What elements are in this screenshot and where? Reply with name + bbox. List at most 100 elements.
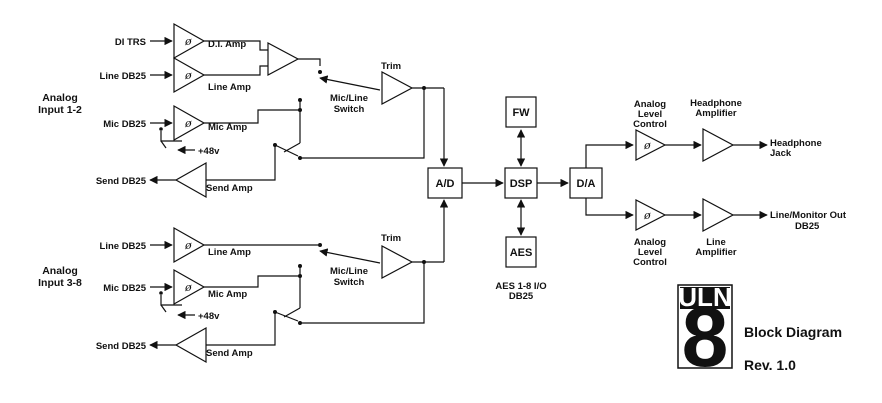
dsp-box xyxy=(504,167,538,199)
phantom-label: +48v xyxy=(198,146,220,157)
hp-jack-label-line2: Jack xyxy=(770,148,792,159)
switch-contact xyxy=(318,70,322,74)
hp-amp-label-line1: Headphone xyxy=(690,98,742,109)
di-trs-input-label: DI TRS xyxy=(115,37,146,48)
mic-db25-input-label: Mic DB25 xyxy=(103,119,146,130)
line-out-label-line2: DB25 xyxy=(795,221,820,232)
line-amp-label-line2: Amplifier xyxy=(695,247,736,258)
line-amp-triangle-icon xyxy=(173,56,206,94)
trim-amp-triangle-icon-2 xyxy=(381,245,414,279)
group2-title-line1: Analog xyxy=(42,265,78,277)
ad-converter-label: A/D xyxy=(436,178,455,190)
mic-amp-label: Mic Amp xyxy=(208,122,247,133)
trim-label-2: Trim xyxy=(381,233,401,244)
fw-box xyxy=(505,96,537,128)
line-amp-triangle-icon-2 xyxy=(173,226,206,264)
alc-top-label-line3: Control xyxy=(633,119,667,130)
send-switch-arm xyxy=(274,144,299,157)
mic-bus-junction-2 xyxy=(298,274,302,278)
trim-amp-triangle-icon xyxy=(381,71,414,105)
logo-number: 8 xyxy=(682,290,729,384)
aes-io-label-line1: AES 1-8 I/O xyxy=(495,281,546,292)
ad-converter-box xyxy=(427,167,463,199)
dsp-label: DSP xyxy=(510,178,533,190)
send-db25-label-2: Send DB25 xyxy=(96,341,147,352)
group1-title-line2: Input 1-2 xyxy=(38,104,82,116)
alc-bottom-triangle-icon xyxy=(635,199,667,231)
switch-contact-2 xyxy=(318,243,322,247)
mic-bus-contact xyxy=(298,98,302,102)
phase-icon: ø xyxy=(184,281,192,294)
send-feed-wire-2 xyxy=(300,262,425,324)
trim-label: Trim xyxy=(381,61,401,72)
line-amp-label-line1: Line xyxy=(706,237,726,248)
alc-bottom-label-line2: Level xyxy=(638,247,662,258)
da-to-line-out-wire xyxy=(585,198,634,220)
phantom-contact xyxy=(159,127,163,131)
di-amp-out-wire xyxy=(204,40,268,51)
da-converter-box xyxy=(569,167,603,199)
mic-amp-triangle-icon-2 xyxy=(173,268,206,306)
fw-label: FW xyxy=(512,107,530,119)
mic-bus-contact-2 xyxy=(298,264,302,268)
send-feed-contact xyxy=(298,156,302,160)
mic-db25-input-label-2: Mic DB25 xyxy=(103,283,146,294)
line-amp-out-wire xyxy=(204,65,268,76)
da-converter-label: D/A xyxy=(577,178,596,190)
mic-amp-out-wire xyxy=(204,109,300,124)
alc-top-label-line2: Level xyxy=(638,109,662,120)
send-switch-blade-2 xyxy=(283,307,301,318)
send-amp-triangle-icon xyxy=(174,161,207,199)
revision-label: Rev. 1.0 xyxy=(744,357,796,373)
phantom-label-2: +48v xyxy=(198,311,220,322)
group1-title-line1: Analog xyxy=(42,92,78,104)
send-db25-label: Send DB25 xyxy=(96,176,147,187)
phase-icon: ø xyxy=(643,139,651,152)
aes-label: AES xyxy=(510,247,533,259)
phase-icon: ø xyxy=(184,117,192,130)
di-amp-triangle-icon xyxy=(173,22,206,60)
mic-bus-junction xyxy=(298,108,302,112)
summing-out-wire xyxy=(298,58,321,66)
di-amp-label: D.I. Amp xyxy=(208,39,246,50)
line-db25-input-label: Line DB25 xyxy=(100,71,147,82)
line-amp-label-2: Line Amp xyxy=(208,247,251,258)
analog-input-3-8-section: Analog Input 3-8 Line DB25 ø Line Amp Mi… xyxy=(38,199,449,364)
phase-icon: ø xyxy=(184,69,192,82)
mic-amp-out-wire-2 xyxy=(204,275,300,288)
line-amplifier-triangle-icon xyxy=(702,198,735,232)
mic-line-switch-arm xyxy=(319,75,381,91)
mic-line-switch-label-line1-2: Mic/Line xyxy=(330,266,368,277)
aes-box xyxy=(505,236,537,268)
send-amp-triangle-icon-2 xyxy=(174,326,207,364)
alc-top-label-line1: Analog xyxy=(634,99,666,110)
phantom-switch-arm-2 xyxy=(160,304,167,313)
aes-io-label-line2: DB25 xyxy=(509,291,534,302)
mic-amp-triangle-icon xyxy=(173,104,206,142)
hp-amp-label-line2: Amplifier xyxy=(695,108,736,119)
send-feed-contact-2 xyxy=(298,321,302,325)
mic-line-switch-label-line2: Switch xyxy=(334,104,365,115)
summing-amp-triangle-icon xyxy=(267,42,300,76)
phantom-switch-arm xyxy=(160,140,167,149)
diagram-title: Block Diagram xyxy=(744,324,842,340)
alc-bottom-label-line3: Control xyxy=(633,257,667,268)
phantom-contact-2 xyxy=(159,291,163,295)
hp-amp-triangle-icon xyxy=(702,128,735,162)
send-amp-in-wire-2 xyxy=(206,312,276,346)
outputs-section: Analog Level Control ø Headphone Amplifi… xyxy=(585,98,847,268)
phase-icon: ø xyxy=(643,209,651,222)
send-switch-arm-2 xyxy=(274,311,299,322)
hp-jack-label-line1: Headphone xyxy=(770,138,822,149)
logo-top-band xyxy=(680,287,730,309)
line-out-label-line1: Line/Monitor Out xyxy=(770,210,847,221)
mic-line-switch-label-line2-2: Switch xyxy=(334,277,365,288)
alc-bottom-label-line1: Analog xyxy=(634,237,666,248)
analog-input-1-2-section: Analog Input 1-2 DI TRS ø D.I. Amp Line … xyxy=(38,22,449,199)
send-feed-wire xyxy=(300,88,425,159)
send-amp-label-2: Send Amp xyxy=(206,348,253,359)
line-amp-label: Line Amp xyxy=(208,82,251,93)
mic-line-switch-label-line1: Mic/Line xyxy=(330,93,368,104)
send-amp-label: Send Amp xyxy=(206,183,253,194)
